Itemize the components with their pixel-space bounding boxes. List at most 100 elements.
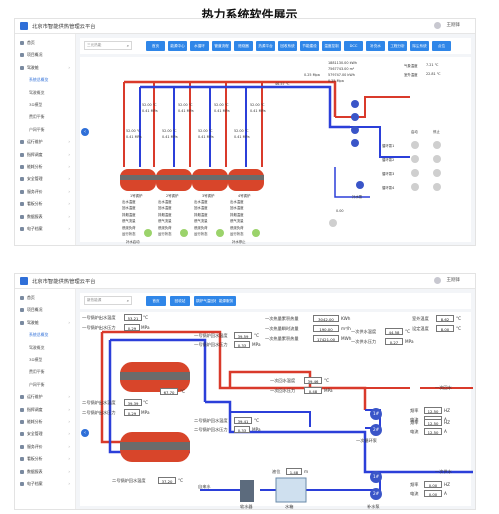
right-pump3-freq-label: 频率 (410, 482, 419, 487)
tab-11[interactable]: 工程分析 (388, 41, 407, 51)
pump-2-start[interactable] (411, 169, 419, 177)
tab-2[interactable]: 水循环 (190, 41, 209, 51)
search-input[interactable]: 三元热能 ⌕ (84, 41, 132, 50)
search-icon[interactable]: ⌕ (126, 43, 129, 48)
sidebar-item-14[interactable]: 数据报表› (15, 467, 75, 477)
tab-9[interactable]: DCC (344, 41, 363, 51)
sidebar-item-0[interactable]: 首页 (15, 38, 75, 48)
right-pump1-freq-unit: HZ (444, 408, 451, 413)
tab-13[interactable]: 点位 (432, 41, 451, 51)
chevron-down-icon: › (68, 419, 70, 424)
sidebar-item-11[interactable]: 安全管理› (15, 174, 75, 184)
tab-4[interactable]: 燃烧器 (234, 41, 253, 51)
tab-5[interactable]: 热源平台 (256, 41, 275, 51)
tab-0[interactable]: 首页 (146, 41, 165, 51)
tab-6[interactable]: 回收系统 (278, 41, 297, 51)
avatar[interactable] (434, 277, 441, 284)
sidebar-item-11[interactable]: 安全管理› (15, 429, 75, 439)
sidebar-item-label: 费用平衡 (29, 369, 45, 375)
sidebar-item-label: 驾驶概览 (29, 344, 45, 350)
search-icon[interactable]: ⌕ (126, 298, 129, 303)
boiler-2-pressure-b: 0.41 MPa (198, 135, 214, 139)
search-input[interactable]: 新热能源 ⌕ (84, 296, 132, 305)
pump-0-stop[interactable] (433, 141, 441, 149)
sidebar-item-12[interactable]: 服务评价› (15, 187, 75, 197)
chevron-down-icon: › (68, 151, 70, 157)
top-mid-value-1: 7567743.00 m³ (328, 67, 355, 71)
tab-7[interactable]: 节能建设 (300, 41, 319, 51)
sidebar-item-8[interactable]: 运行维护› (15, 137, 75, 147)
pump-0-start[interactable] (411, 141, 419, 149)
flag-icon (20, 407, 24, 412)
user-name[interactable]: 王刚锋 (446, 278, 461, 283)
boiler-3-temp: 52.00 ℃ (250, 103, 265, 107)
sidebar-item-8[interactable]: 运行维护› (15, 392, 75, 402)
sidebar-item-6[interactable]: 费用平衡 (15, 367, 75, 377)
sidebar-item-4[interactable]: 驾驶概览 (15, 343, 75, 353)
sidebar-item-4[interactable]: 驾驶概览 (15, 88, 75, 98)
user-name[interactable]: 王刚锋 (446, 23, 461, 28)
tab-3[interactable]: 管道流程 (212, 41, 231, 51)
sidebar-item-14[interactable]: 数据报表› (15, 212, 75, 222)
pump-2-stop[interactable] (433, 169, 441, 177)
boiler1-out-temp: 53.21 (124, 314, 142, 321)
sidebar-item-0[interactable]: 首页 (15, 293, 75, 303)
sidebar-item-3[interactable]: 系统总概览 (15, 75, 75, 85)
boiler-0-stat-1: 回水温度 (122, 206, 136, 211)
sidebar-item-1[interactable]: 项目概况 (15, 305, 75, 315)
sidebar-item-label: 费用平衡 (29, 114, 45, 120)
sidebar-item-9[interactable]: 指挥调度› (15, 405, 75, 415)
sidebar-item-10[interactable]: 能耗分析› (15, 162, 75, 172)
primary-return_temp-unit: °C (324, 378, 330, 383)
pump-1-stop[interactable] (433, 155, 441, 163)
sidebar-item-3[interactable]: 系统总概览 (15, 330, 75, 340)
sidebar-item-1[interactable]: 项目概况 (15, 50, 75, 60)
boiler-3-stat-3: 燃气流量 (230, 219, 244, 224)
boiler-3-name: 4号锅炉 (238, 194, 251, 198)
right-pump1-current-label: 电流 (410, 417, 419, 422)
pump-3-stop[interactable] (433, 183, 441, 191)
folder-icon (20, 227, 24, 231)
pump-number-1: 1# (373, 411, 380, 416)
prev-arrow-icon[interactable]: ‹ (81, 128, 89, 136)
bottom-toggle[interactable] (329, 219, 337, 227)
chevron-down-icon: › (68, 319, 70, 325)
sidebar-item-9[interactable]: 指挥调度› (15, 150, 75, 160)
pump-3-start[interactable] (411, 183, 419, 191)
chevron-down-icon: › (68, 139, 70, 145)
pump-1-start[interactable] (411, 155, 419, 163)
sidebar-item-5[interactable]: 3D模型 (15, 100, 75, 110)
tab-1[interactable]: 能源中心 (168, 41, 187, 51)
sidebar-item-15[interactable]: 电子档案› (15, 479, 75, 489)
sidebar-item-10[interactable]: 能耗分析› (15, 417, 75, 427)
sidebar-item-2[interactable]: 驾驶舱› (15, 63, 75, 73)
tab-1[interactable]: 回收站 (170, 296, 190, 306)
boiler-3-stat-2: 排烟温度 (230, 212, 244, 217)
right-pump2-freq: 12.50 (424, 419, 442, 426)
sidebar-item-label: 驾驶舱 (27, 319, 39, 325)
sidebar-item-15[interactable]: 电子档案› (15, 224, 75, 234)
sidebar-item-12[interactable]: 服务评价› (15, 442, 75, 452)
tab-10[interactable]: 补充水 (366, 41, 385, 51)
tab-8[interactable]: 温度控制 (322, 41, 341, 51)
chart-icon (20, 420, 24, 424)
sidebar-item-13[interactable]: 看板分析› (15, 199, 75, 209)
tab-2[interactable]: 锅炉气温回收选能报表 (194, 296, 234, 306)
avatar[interactable] (434, 22, 441, 29)
sidebar-item-6[interactable]: 费用平衡 (15, 112, 75, 122)
sidebar-item-7[interactable]: 户网平衡 (15, 380, 75, 390)
tab-0[interactable]: 首页 (146, 296, 166, 306)
sidebar-item-13[interactable]: 看板分析› (15, 454, 75, 464)
tank-level-value: 1.48 (286, 468, 302, 475)
sidebar-item-7[interactable]: 户网平衡 (15, 125, 75, 135)
sidebar-item-2[interactable]: 驾驶舱 › (15, 318, 75, 328)
shield-icon (20, 432, 24, 437)
boiler1-out-press-label: 一号锅炉出水压力 (82, 325, 116, 330)
sidebar-item-label: 系统总概览 (29, 77, 49, 83)
prev-arrow-icon[interactable]: ‹ (81, 429, 89, 437)
sidebar-item-5[interactable]: 3D模型 (15, 355, 75, 365)
boiler-0-pressure: 0.41 MPa (142, 109, 158, 113)
boiler-2-temp-b: 52.00 ℃ (198, 129, 213, 133)
tab-12[interactable]: 除尘系统 (410, 41, 429, 51)
tab-3[interactable]: 能源服务 (216, 296, 236, 306)
